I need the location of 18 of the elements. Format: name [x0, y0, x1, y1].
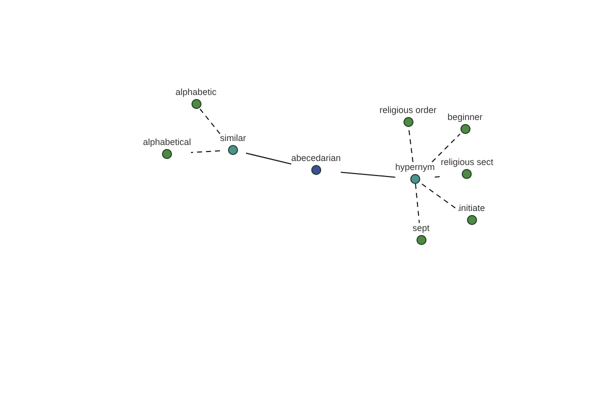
node-label: beginner	[447, 112, 483, 123]
node-label: abecedarian	[291, 153, 341, 164]
node-label: similar	[220, 133, 246, 144]
dashed-connector	[421, 184, 460, 212]
dashed-connector	[434, 176, 442, 178]
node-label: sept	[412, 223, 430, 234]
dashed-connector	[190, 150, 220, 154]
node-label: alphabetic	[175, 87, 217, 98]
node-label: hypernym	[395, 162, 435, 173]
node-label: religious order	[379, 105, 437, 116]
dashed-connector	[415, 184, 420, 224]
dashed-connector	[200, 108, 220, 134]
node-label: alphabetical	[142, 137, 192, 148]
dashed-connector	[432, 134, 460, 162]
node-label: initiate	[459, 203, 485, 214]
node-label: religious sect	[440, 157, 494, 168]
connector-line	[340, 172, 396, 178]
connector-line	[246, 152, 292, 165]
